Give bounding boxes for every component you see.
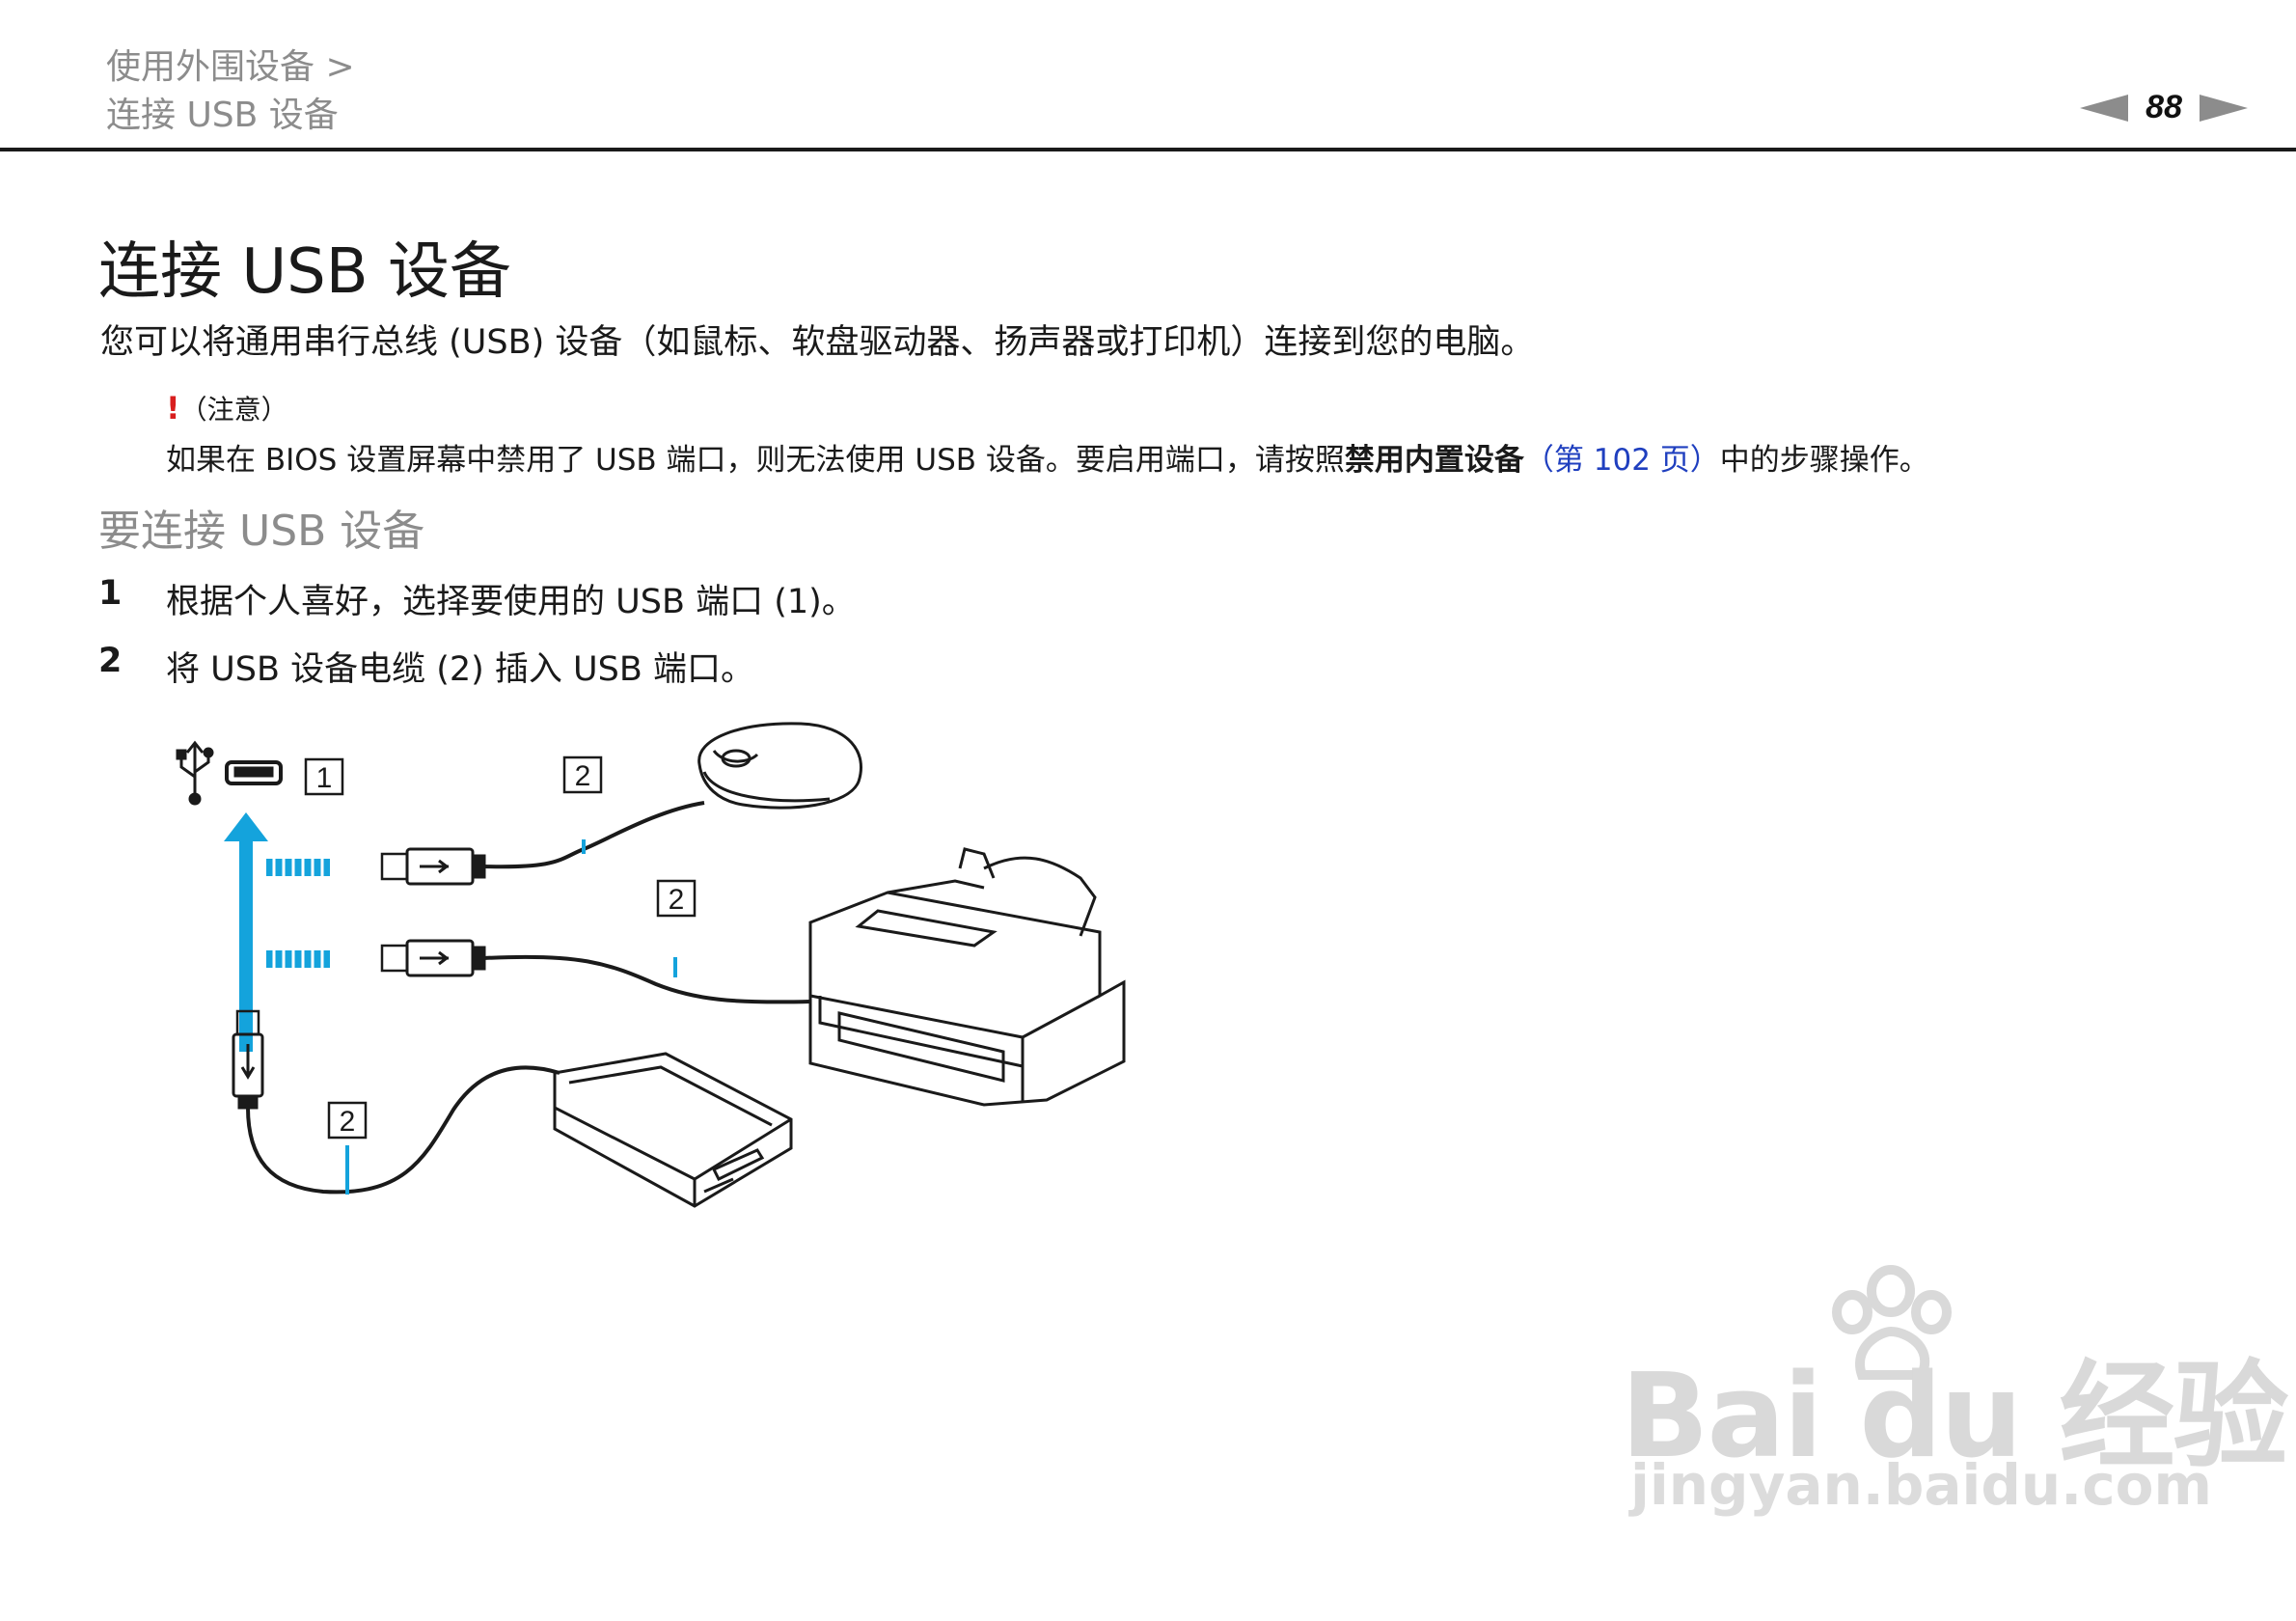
note-header: !（注意） xyxy=(166,389,1929,427)
baidu-watermark: Bai du 经验 jingyan.baidu.com xyxy=(1621,1264,2288,1534)
svg-text:2: 2 xyxy=(669,884,685,916)
breadcrumb-current: 连接 USB 设备 xyxy=(106,96,339,135)
callout-2: 2 xyxy=(656,879,697,918)
note-label: （注意） xyxy=(179,394,288,426)
breadcrumb-parent[interactable]: 使用外围设备 > xyxy=(106,47,355,87)
usb-plug xyxy=(232,1009,264,1110)
step-number: 1 xyxy=(98,574,123,613)
page-number: 88 xyxy=(2146,89,2182,125)
paw-logo-icon xyxy=(1832,1265,1952,1380)
usb-port xyxy=(225,760,283,785)
note-block: !（注意） 如果在 BIOS 设置屏幕中禁用了 USB 端口，则无法使用 USB… xyxy=(166,389,1929,479)
watermark-brand: Bai du 经验 xyxy=(1621,1350,2288,1484)
right-arrow-icon[interactable] xyxy=(2200,94,2248,122)
insert-arrow xyxy=(224,812,330,1052)
note-text-end: 中的步骤操作。 xyxy=(1719,443,1929,478)
warning-icon: ! xyxy=(166,390,180,426)
usb-plug xyxy=(380,939,486,977)
usb-trident-icon xyxy=(176,740,214,806)
left-arrow-icon[interactable] xyxy=(2080,94,2129,122)
svg-text:2: 2 xyxy=(340,1106,356,1138)
floppy-drive-icon xyxy=(553,1052,793,1208)
page-title: 连接 USB 设备 xyxy=(98,236,512,308)
mouse-icon xyxy=(697,722,862,810)
svg-text:1: 1 xyxy=(316,762,333,794)
note-body: 如果在 BIOS 设置屏幕中禁用了 USB 端口，则无法使用 USB 设备。要启… xyxy=(166,435,1929,479)
note-text: 如果在 BIOS 设置屏幕中禁用了 USB 端口，则无法使用 USB 设备。要启… xyxy=(166,443,1345,478)
step-2: 2 将 USB 设备电缆 (2) 插入 USB 端口。 xyxy=(98,642,754,691)
breadcrumb: 使用外围设备 > 连接 USB 设备 xyxy=(106,43,355,140)
printer-icon xyxy=(808,847,1126,1107)
step-text: 将 USB 设备电缆 (2) 插入 USB 端口。 xyxy=(166,650,755,689)
usb-connection-diagram: 1 xyxy=(176,722,1126,1208)
watermark-url: jingyan.baidu.com xyxy=(1630,1452,2212,1518)
svg-text:2: 2 xyxy=(575,760,591,792)
header-divider xyxy=(0,148,2296,151)
page-navigation: 88 xyxy=(2080,89,2248,126)
usb-plug xyxy=(380,847,486,886)
step-1: 1 根据个人喜好，选择要使用的 USB 端口 (1)。 xyxy=(98,574,856,623)
callout-2: 2 xyxy=(327,1101,368,1140)
disable-devices-link[interactable]: 禁用内置设备 xyxy=(1344,443,1524,478)
intro-paragraph: 您可以将通用串行总线 (USB) 设备（如鼠标、软盘驱动器、扬声器或打印机）连接… xyxy=(100,323,1535,362)
step-number: 2 xyxy=(98,642,123,680)
callout-1: 1 xyxy=(304,757,344,796)
step-text: 根据个人喜好，选择要使用的 USB 端口 (1)。 xyxy=(166,583,856,621)
callout-2: 2 xyxy=(562,756,603,794)
section-heading: 要连接 USB 设备 xyxy=(98,507,425,556)
page-ref-link[interactable]: （第 102 页） xyxy=(1523,443,1720,478)
